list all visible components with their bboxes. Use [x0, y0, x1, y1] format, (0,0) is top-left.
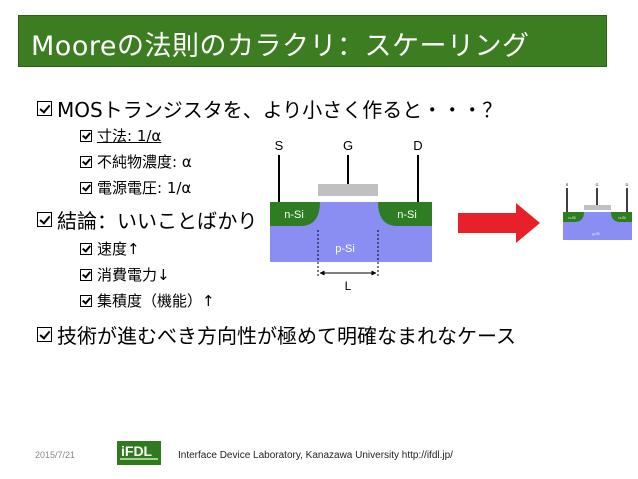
- bullet-integration: 集積度（機能）↑: [80, 290, 215, 311]
- slide-title-bar: Mooreの法則のカラクリ：スケーリング: [18, 15, 607, 67]
- n-si-right-label-small: n-Si: [618, 215, 625, 220]
- footer-date: 2015/7/21: [35, 450, 76, 460]
- bullet-text: 消費電力↓: [97, 266, 170, 284]
- bullet-dimension: 寸法: 1/α: [80, 125, 161, 146]
- checkbox-icon: [80, 294, 92, 307]
- drain-label-small: D: [626, 182, 629, 187]
- bullet-voltage: 電源電圧: 1/α: [80, 177, 191, 198]
- bullet-speed: 速度↑: [80, 238, 140, 259]
- bullet-text: 電源電圧: 1/α: [97, 179, 192, 197]
- logo-underline: [120, 458, 158, 460]
- n-si-drain-small: [611, 212, 632, 222]
- checkbox-icon: [80, 155, 92, 168]
- bullet-direction: 技術が進むべき方向性が極めて明確なまれなケース: [37, 320, 516, 349]
- n-si-left-label-small: n-Si: [568, 215, 575, 220]
- bullet-power: 消費電力↓: [80, 264, 170, 285]
- gate-label: G: [343, 138, 353, 153]
- bullet-mos-question: MOSトランジスタを、より小さく作ると・・・？: [37, 94, 502, 123]
- source-label-small: S: [566, 182, 569, 187]
- small-transistor: S G D n-Si n-Si p-Si: [563, 182, 632, 240]
- checkbox-icon: [80, 242, 92, 255]
- gate-electrode: [318, 184, 378, 196]
- bullet-text: 集積度（機能）↑: [97, 292, 215, 310]
- p-si-label-small: p-Si: [592, 231, 599, 236]
- ifdl-logo: iFDL: [117, 441, 161, 465]
- bullet-impurity: 不純物濃度: α: [80, 151, 192, 172]
- n-si-left-label: n-Si: [284, 209, 304, 221]
- source-label: S: [275, 138, 284, 153]
- gate-label-small: G: [595, 182, 598, 187]
- checkbox-icon: [37, 101, 52, 116]
- scaling-arrow-icon: [458, 203, 540, 243]
- n-si-right-label: n-Si: [397, 209, 417, 221]
- checkbox-icon: [80, 268, 92, 281]
- drain-label: D: [413, 138, 422, 153]
- checkbox-icon: [37, 212, 52, 227]
- n-si-drain-region: [378, 202, 432, 226]
- gate-electrode-small: [584, 205, 611, 210]
- bullet-text: 寸法: 1/α: [97, 127, 162, 145]
- n-si-source-region: [270, 202, 320, 226]
- logo-text: iFDL: [121, 443, 153, 459]
- bullet-conclusion: 結論：いいことばかり: [37, 205, 257, 234]
- slide-title: Mooreの法則のカラクリ：スケーリング: [31, 31, 530, 62]
- bullet-text: 結論：いいことばかり: [57, 209, 258, 233]
- bullet-text: 技術が進むべき方向性が極めて明確なまれなケース: [57, 324, 516, 348]
- large-transistor: S G D n-Si n-Si p-Si L: [270, 138, 432, 293]
- bullet-text: 速度↑: [97, 240, 140, 258]
- n-si-source-small: [563, 212, 584, 222]
- p-si-label: p-Si: [335, 243, 355, 255]
- bullet-text: MOSトランジスタを、より小さく作ると・・・？: [57, 98, 503, 122]
- checkbox-icon: [37, 327, 52, 342]
- checkbox-icon: [80, 129, 92, 142]
- footer-lab-info: Interface Device Laboratory, Kanazawa Un…: [178, 450, 453, 461]
- length-label: L: [345, 279, 352, 293]
- bullet-text: 不純物濃度: α: [97, 153, 192, 171]
- checkbox-icon: [80, 181, 92, 194]
